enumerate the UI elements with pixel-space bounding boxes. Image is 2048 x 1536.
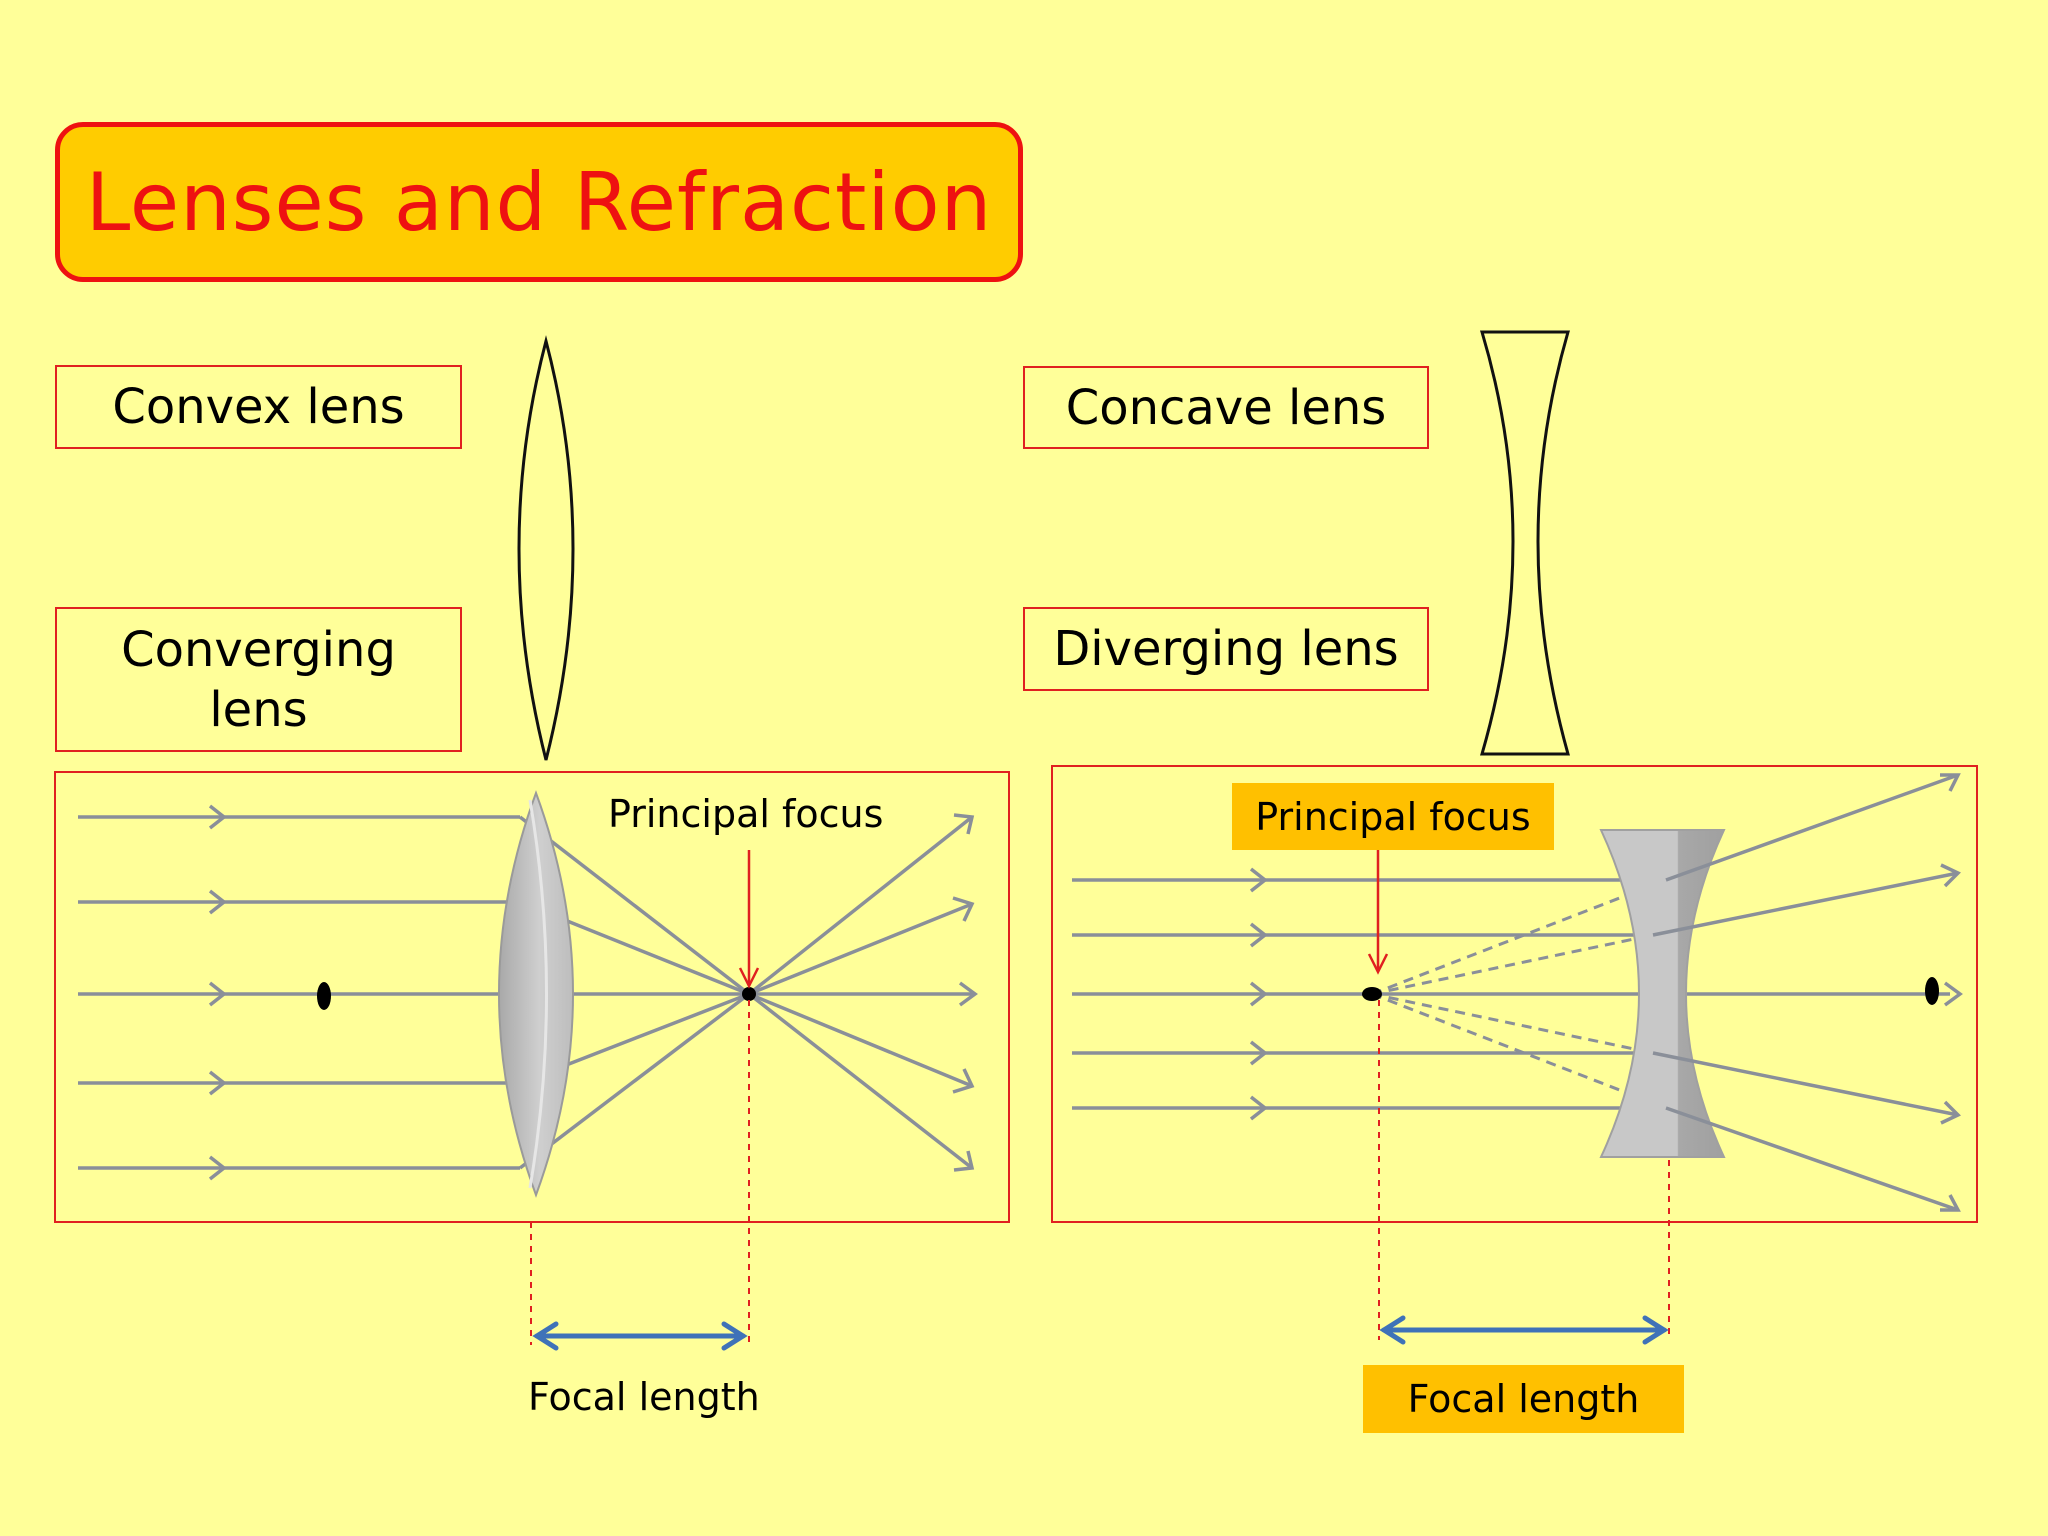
convex-lens-solid (498, 790, 574, 1198)
convex-lens-outline (517, 335, 575, 761)
concave-focus-pointer (1367, 850, 1389, 975)
diverging-lens-text: Diverging lens (1053, 621, 1399, 677)
concave-outgoing-arrowheads (1940, 773, 1963, 1212)
convex-lens-label: Convex lens (55, 365, 462, 449)
concave-lens-outline (1479, 330, 1570, 756)
convex-focal-length-arrow (532, 1321, 748, 1351)
convex-principal-focus-label: Principal focus (608, 792, 884, 836)
concave-focal-guides (1378, 1000, 1670, 1340)
concave-focus-dot (1362, 987, 1382, 1001)
concave-incoming-rays (1072, 878, 1950, 1110)
concave-focal-length-arrow (1379, 1315, 1669, 1345)
convex-focal-length-label: Focal length (528, 1375, 760, 1419)
concave-lens-label: Concave lens (1023, 366, 1429, 449)
title-banner: Lenses and Refraction (55, 122, 1023, 282)
concave-lens-text: Concave lens (1065, 379, 1387, 436)
concave-object-dot (1925, 977, 1939, 1005)
convex-focus-pointer (738, 850, 760, 989)
concave-focal-length-label: Focal length (1363, 1365, 1684, 1433)
converging-lens-label: Converging lens (55, 607, 462, 752)
convex-refracted-rays (518, 815, 974, 1170)
convex-incoming-arrowheads (208, 804, 227, 1181)
concave-virtual-rays (1371, 878, 1667, 1110)
concave-incoming-arrowheads (1249, 867, 1268, 1121)
diverging-lens-label: Diverging lens (1023, 607, 1429, 691)
convex-outgoing-arrowheads (952, 813, 978, 1172)
page-title: Lenses and Refraction (85, 155, 993, 249)
convex-focal-guides (530, 1000, 750, 1345)
concave-refracted-rays (1652, 773, 1959, 1212)
concave-focal-length-text: Focal length (1407, 1377, 1640, 1421)
convex-lens-text: Convex lens (112, 379, 405, 435)
concave-principal-focus-label: Principal focus (1232, 783, 1554, 850)
concave-diagram-frame (1051, 765, 1978, 1223)
convex-focus-dot (742, 987, 756, 1001)
convex-object-dot (317, 982, 331, 1010)
converging-lens-text: Converging lens (121, 621, 396, 738)
concave-principal-focus-text: Principal focus (1255, 794, 1531, 839)
convex-lens-highlight (528, 799, 548, 1189)
concave-lens-solid (1599, 829, 1726, 1158)
